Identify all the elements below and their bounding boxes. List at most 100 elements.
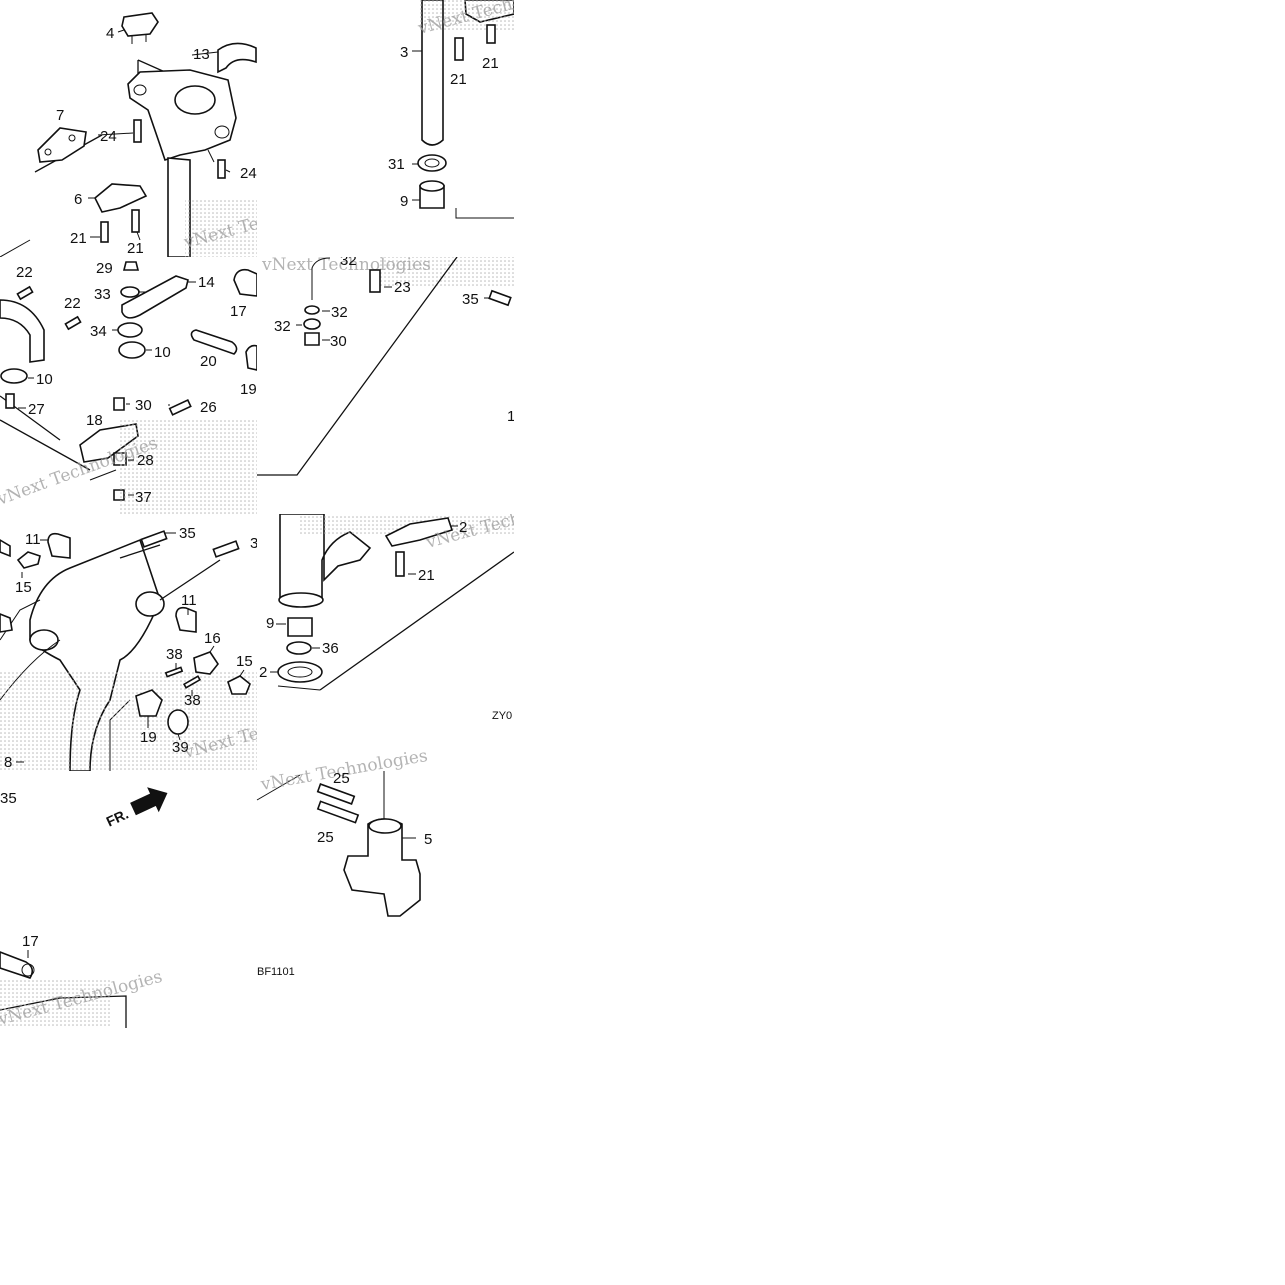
bolt-part-25b [316,800,360,824]
callout-9: 9 [400,193,408,210]
bolt-part-26 [168,398,192,416]
bolt-part-22b [64,315,82,331]
callout-21c: 21 [450,71,467,88]
tile-steering-bracket: vNext Technologies 4 13 7 24 24 6 21 21 [0,12,257,257]
tile-swivel-case: vNext Technologies 2 21 9 36 2 ZY0 [259,514,514,722]
callout-20: 20 [200,353,217,370]
seal-part-2 [277,661,323,683]
bolt-part-22a [16,285,34,301]
bracket-part-2b [384,517,454,547]
callout-35c: 35 [0,790,17,807]
callout-28: 28 [137,452,154,469]
callout-25b: 25 [317,829,334,846]
bolt-part-24b [217,159,226,179]
callout-29: 29 [96,260,113,277]
callout-10a: 10 [154,344,171,361]
callout-21d: 21 [482,55,499,72]
pin-part-20 [190,329,238,355]
grease-fitting-part-35c [212,540,240,558]
tile-grease-fittings: vNext Technologies 32 23 35 32 32 30 1 [257,252,514,476]
bolt-part-25a [316,783,356,805]
callout-35b: 35 [179,525,196,542]
pin-part-38a [164,666,184,678]
tile-swivel-shaft: vNext Technologies 3 21 21 31 9 [388,0,514,219]
bushing-part-19 [245,344,257,371]
callout-30: 30 [135,397,152,414]
callout-32b: 32 [331,304,348,321]
callout-24: 24 [100,128,117,145]
callout-11b: 11 [181,592,197,609]
callout-26: 26 [200,399,217,416]
bushing-part-11a [47,532,71,559]
callout-25a: 25 [333,770,350,787]
callout-5: 5 [424,831,432,848]
watermark-text-4: vNext Technologies [261,255,431,275]
tilt-arm [0,299,45,363]
bolt-part-21d [486,24,496,44]
diagram-code-zy: ZY0 [492,710,512,722]
callout-33: 33 [94,286,111,303]
bolt-part-21a [100,221,109,243]
bushing-part-19b [135,689,163,717]
diagram-code-bf: BF1101 [257,966,295,978]
steering-bracket-body [127,69,237,162]
callout-21b: 21 [127,240,144,257]
callout-15a: 15 [15,579,32,596]
bolt-part-21c [454,37,464,61]
grease-fitting-part-35 [488,289,512,307]
callout-13: 13 [193,46,210,63]
callout-31: 31 [388,156,405,173]
callout-15b: 15 [236,653,253,670]
callout-22a: 22 [16,264,33,281]
callout-17b: 17 [22,933,39,950]
bolt-part-21b [131,209,140,233]
callout-3b: 3 [250,535,258,552]
callout-37: 37 [135,489,152,506]
callout-10b: 10 [36,371,53,388]
clip-part-4 [121,12,159,37]
bushing-part-17 [233,268,257,297]
callout-17: 17 [230,303,247,320]
pin-part-38b [182,675,202,689]
callout-6: 6 [74,191,82,208]
callout-38a: 38 [166,646,183,663]
washer-part-32a [304,305,320,315]
callout-2b: 2 [259,664,267,681]
nut-part-29 [122,261,140,271]
bolt-part-23 [369,269,381,293]
callout-38b: 38 [184,692,201,709]
washer-part-34 [117,322,143,338]
callout-36: 36 [322,640,339,657]
callout-32c: 32 [274,318,291,335]
plate-part-6 [93,183,148,213]
washer-part-33 [120,286,140,298]
callout-22b: 22 [64,295,81,312]
callout-35: 35 [462,291,479,308]
callout-32a: 32 [340,252,357,269]
callout-16: 16 [204,630,221,647]
washer-part-32b [303,318,321,330]
callout-27: 27 [28,401,45,418]
callout-11a: 11 [25,531,41,548]
callout-7: 7 [56,107,64,124]
bushing-part-15a [16,551,41,569]
callout-8: 8 [4,754,12,771]
bushing-part-11b [175,606,197,633]
callout-30b: 30 [330,333,347,350]
callout-39: 39 [172,739,189,756]
front-label: FR. [104,806,131,830]
callout-18: 18 [86,412,103,429]
callout-4: 4 [106,25,114,42]
bushing-part-9b [287,617,313,637]
callout-19b: 19 [140,729,157,746]
tile-stern-bracket: vNext Technologies 11 35 3 15 11 16 38 1… [0,525,258,771]
bushing-part-15b [227,675,251,695]
nut-part-30 [113,397,125,411]
collar-part-16 [193,651,219,675]
callout-21a: 21 [70,230,87,247]
callout-21e: 21 [418,567,435,584]
tile-front-indicator: 35 FR. 17 vNext Technologies [0,787,168,1030]
callout-34: 34 [90,323,107,340]
pin-part-17 [0,951,34,979]
